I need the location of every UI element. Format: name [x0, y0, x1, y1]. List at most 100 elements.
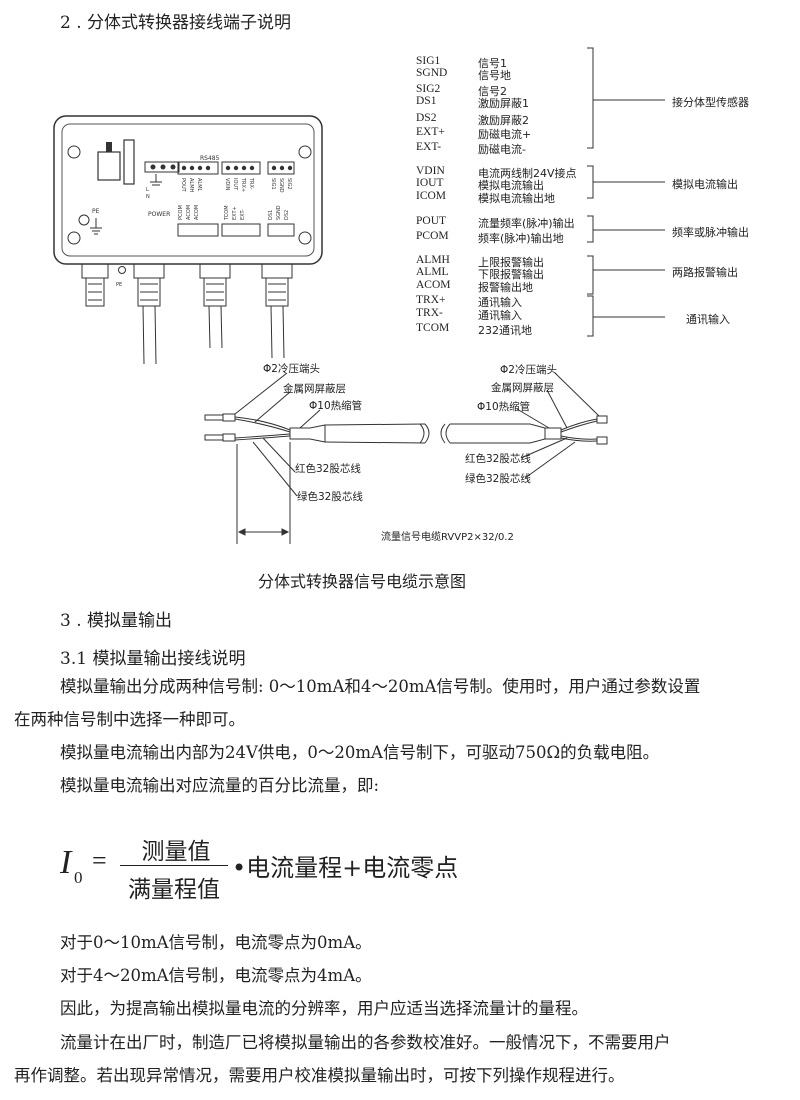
- terminal-description: 信号地: [478, 69, 511, 82]
- para2: 模拟量电流输出内部为24V供电，0～20mA信号制下，可驱动750Ω的负载电阻。: [60, 743, 660, 762]
- terminal-signal: EXT+: [416, 126, 445, 138]
- pe-screw-icon: [78, 214, 90, 226]
- right-red-label: 红色32股芯线: [465, 452, 531, 465]
- tl-alml: ALML: [196, 178, 202, 192]
- terminal-description: 流量频率(脉冲)输出: [478, 217, 575, 230]
- power-label: POWER: [148, 211, 170, 218]
- terminal-description: 激励屏蔽1: [478, 97, 529, 110]
- terminal-strip-3: [267, 161, 295, 175]
- tl-pout: POUT: [180, 178, 186, 193]
- bl-ds1: DS1: [268, 210, 274, 220]
- terminal-description: 232通讯地: [478, 324, 532, 337]
- terminal-description: 信号2: [478, 85, 507, 98]
- n-label: N: [146, 194, 150, 200]
- terminal-signal: ACOM: [416, 279, 451, 291]
- terminal-description: 模拟电流输出: [478, 179, 544, 192]
- terminal-description: 励磁电流+: [478, 128, 532, 141]
- formula-sub: 0: [74, 868, 83, 887]
- group-sensor: 接分体型传感器: [672, 96, 749, 109]
- terminal-signal: ALML: [416, 266, 449, 278]
- bl-sgnd: SGND: [276, 205, 282, 220]
- right-crimp-label: Φ2冷压端头: [500, 363, 557, 376]
- formula-eq: =: [92, 846, 107, 875]
- section3-subtitle: 3.1 模拟量输出接线说明: [60, 649, 246, 669]
- left-shrink-label: Φ10热缩管: [309, 399, 362, 412]
- screw-icon: [67, 145, 81, 159]
- section2-title: 2 . 分体式转换器接线端子说明: [60, 13, 292, 33]
- terminal-description: 报警输出地: [478, 281, 533, 294]
- pe-bottom-label: PE: [116, 282, 122, 288]
- box-outline: [53, 115, 323, 265]
- note2: 对于4～20mA信号制，电流零点为4mA。: [60, 966, 372, 985]
- terminal-signal: DS2: [416, 112, 437, 124]
- tl-sgnd: SGND: [278, 178, 284, 193]
- right-green-label: 绿色32股芯线: [465, 472, 531, 485]
- terminal-description: 励磁电流-: [478, 143, 526, 156]
- terminal-signal: IOUT: [416, 177, 444, 189]
- section3-title: 3 . 模拟量输出: [60, 611, 173, 631]
- left-red-label: 红色32股芯线: [295, 462, 361, 475]
- tl-trxp: TRX+: [240, 177, 246, 192]
- fuse-block: [97, 151, 121, 181]
- terminal-description: 上限报警输出: [478, 256, 544, 269]
- fuse-icon: [106, 142, 112, 152]
- terminal-strip-5: [221, 223, 261, 237]
- grouping-brackets: [587, 47, 665, 337]
- tl-sig1: SIG1: [270, 178, 276, 190]
- terminal-description: 通讯输入: [478, 296, 522, 309]
- cable-spec-label: 流量信号电缆RVVP2×32/0.2: [381, 530, 514, 543]
- terminal-strip-4: [177, 223, 219, 237]
- bl-extp: EXT+: [232, 206, 238, 220]
- left-green-label: 绿色32股芯线: [297, 490, 363, 503]
- screw-icon: [298, 145, 312, 159]
- bl-pcom: PCOM: [178, 205, 184, 220]
- terminal-strip-2: [221, 161, 261, 175]
- left-shield-label: 金属网屏蔽层: [283, 382, 346, 395]
- terminal-signal: POUT: [416, 215, 447, 227]
- note4-line2: 再作调整。若出现异常情况，需要用户校准模拟量输出时，可按下列操作规程进行。: [14, 1066, 625, 1085]
- tl-iout: IOUT: [232, 178, 238, 191]
- note1: 对于0～10mA信号制，电流零点为0mA。: [60, 933, 372, 952]
- group-pulse: 频率或脉冲输出: [672, 226, 749, 239]
- pe-label: PE: [92, 208, 100, 215]
- cable-diagram: Φ2冷压端头 金属网屏蔽层 Φ10热缩管 红色32股芯线 绿色32股芯线 Φ2冷…: [204, 362, 608, 544]
- right-shield-label: 金属网屏蔽层: [491, 381, 554, 394]
- terminal-description: 模拟电流输出地: [478, 192, 555, 205]
- formula-rest: •电流量程+电流零点: [232, 854, 459, 882]
- group-comm: 通讯输入: [686, 313, 730, 326]
- box-inner-outline: [61, 123, 315, 257]
- terminal-signal: VDIN: [416, 165, 445, 177]
- bl-extm: EXT-: [240, 209, 246, 220]
- converter-box-diagram: L N POWER RS485 POUT ALMH ALML VDIN IOUT…: [53, 115, 323, 365]
- tl-vdin: VDIN: [224, 178, 230, 191]
- terminal-signal: TCOM: [416, 322, 450, 334]
- group-analog: 模拟电流输出: [672, 178, 738, 191]
- terminal-signal: PCOM: [416, 230, 449, 242]
- terminal-signal: SIG1: [416, 55, 441, 67]
- para1-line2: 在两种信号制中选择一种即可。: [14, 710, 245, 729]
- tl-trxm: TRX-: [248, 177, 254, 190]
- terminal-description: 下限报警输出: [478, 268, 544, 281]
- right-shrink-label: Φ10热缩管: [477, 400, 530, 413]
- bl-acom1: ACOM: [186, 205, 192, 220]
- terminal-strip-6: [267, 223, 295, 237]
- para1-line1: 模拟量输出分成两种信号制: 0～10mA和4～20mA信号制。使用时，用户通过参…: [60, 677, 701, 696]
- terminal-signal: ICOM: [416, 190, 447, 202]
- terminal-signal: TRX+: [416, 294, 446, 306]
- fraction-bar: [120, 865, 228, 866]
- crimp-terminal-icon: [204, 434, 224, 441]
- terminal-signal: SIG2: [416, 83, 441, 95]
- note3: 因此，为提高输出模拟量电流的分辨率，用户应适当选择流量计的量程。: [60, 999, 588, 1018]
- terminal-signal: ALMH: [416, 254, 450, 266]
- heat-shrink-tube: [544, 427, 562, 440]
- heat-shrink-tube: [289, 424, 326, 443]
- note4-line1: 流量计在出厂时，制造厂已将模拟量输出的各参数校准好。一般情况下，不需要用户: [60, 1033, 671, 1052]
- terminal-signal: DS1: [416, 95, 437, 107]
- para3: 模拟量电流输出对应流量的百分比流量，即:: [60, 776, 380, 795]
- formula-var: I: [60, 844, 72, 881]
- tl-sig2: SIG2: [286, 178, 292, 190]
- bl-tcom: TCOM: [224, 205, 230, 221]
- bl-acom2: ACOM: [194, 205, 200, 220]
- power-terminal: [144, 161, 180, 173]
- terminal-description: 通讯输入: [478, 309, 522, 322]
